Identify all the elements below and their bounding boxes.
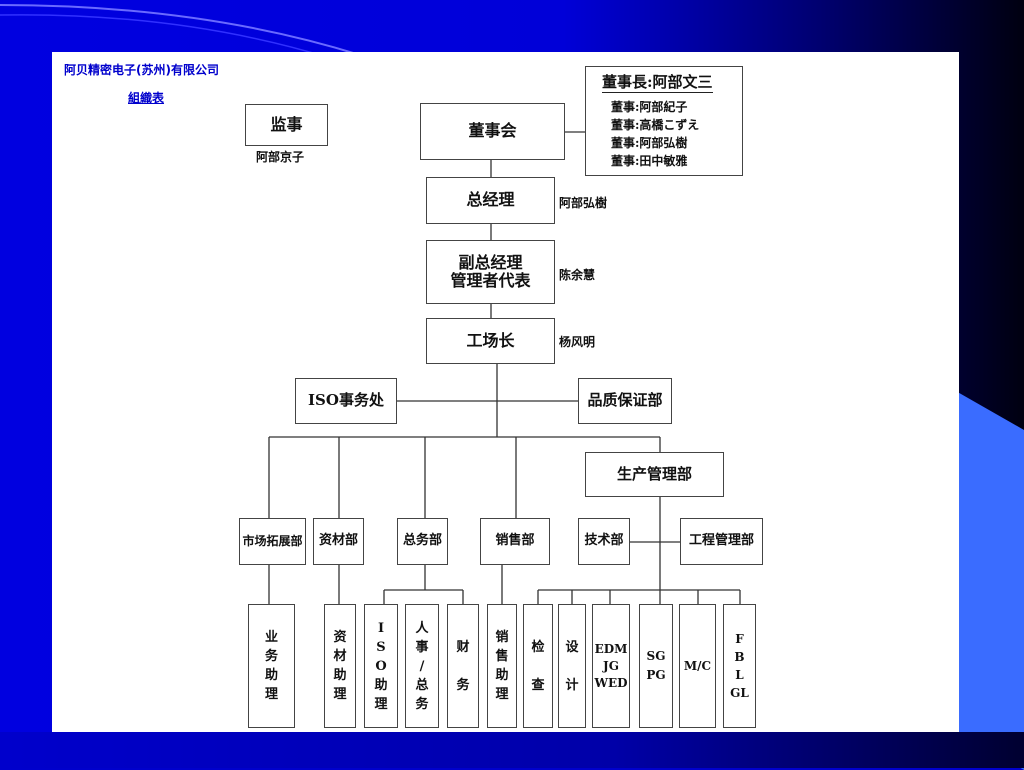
board-members-box: 董事長:阿部文三 董事:阿部紀子 董事:高橋こずえ 董事:阿部弘樹 董事:田中敏… [585,66,743,176]
unit-sg-pg: SG PG [639,604,673,728]
board-box: 董事会 [420,103,565,160]
production-dept-box: 生产管理部 [585,452,724,497]
plant-manager-title: 工场长 [466,330,515,350]
quality-dept-box: 品质保证部 [578,378,672,424]
unit-label: 人 事 / 总 务 [415,620,429,712]
unit-hr-general: 人 事 / 总 务 [405,604,439,728]
board-member: 董事:田中敏雅 [611,154,688,168]
iso-office-box: ISO事务处 [295,378,397,424]
unit-sales-assist: 业 务 助 理 [248,604,295,728]
iso-office-title: ISO事务处 [308,391,384,410]
unit-label: I S O 助 理 [374,620,388,712]
unit-label: 检 查 [531,639,545,693]
unit-label: 销 售 助 理 [495,630,509,702]
unit-finance: 财 务 [447,604,479,728]
vgm-title-line2: 管理者代表 [450,271,531,290]
decorative-triangle [954,390,1024,770]
board-chair: 董事長:阿部文三 [602,73,713,93]
unit-label: EDM JG WED [594,641,628,690]
unit-sales-assist-2: 销 售 助 理 [487,604,517,728]
unit-iso-assist: I S O 助 理 [364,604,398,728]
unit-label: 财 务 [456,639,470,693]
production-dept-title: 生产管理部 [616,464,692,483]
unit-inspection: 检 查 [523,604,553,728]
vgm-name: 陈余慧 [559,268,596,282]
board-title: 董事会 [468,121,517,141]
unit-fblgl: F B L GL [723,604,756,728]
unit-label: SG PG [646,649,666,682]
slide-bottom-band [0,732,1024,768]
vgm-box: 副总经理 管理者代表 [426,240,555,304]
plant-manager-name: 杨风明 [559,335,596,349]
auditor-title: 监事 [270,114,303,134]
quality-dept-title: 品质保证部 [587,391,663,410]
chart-title-link[interactable]: 組織表 [128,91,165,105]
unit-materials-assist: 资 材 助 理 [324,604,356,728]
gm-title: 总经理 [466,190,515,210]
unit-label: 设 计 [565,639,579,693]
board-member: 董事:阿部弘樹 [611,136,688,150]
unit-label: M/C [683,658,712,673]
board-member: 董事:高橋こずえ [611,118,700,132]
dept-materials-box: 资材部 [313,518,364,565]
unit-edm: EDM JG WED [592,604,630,728]
dept-sales-title: 销售部 [495,533,535,549]
dept-engineering-box: 工程管理部 [680,518,763,565]
unit-label: 资 材 助 理 [333,630,347,702]
board-member: 董事:阿部紀子 [611,100,688,114]
dept-market-box: 市场拓展部 [239,518,306,565]
dept-general-title: 总务部 [402,533,442,549]
unit-label: F B L GL [730,632,749,700]
plant-manager-box: 工场长 [426,318,555,364]
auditor-name: 阿部京子 [256,150,305,164]
dept-market-title: 市场拓展部 [242,533,303,548]
vgm-title-line1: 副总经理 [458,252,523,272]
dept-general-box: 总务部 [397,518,448,565]
gm-box: 总经理 [426,177,555,224]
unit-label: 业 务 助 理 [264,630,278,702]
gm-name: 阿部弘樹 [559,196,608,210]
unit-mc: M/C [679,604,716,728]
company-name: 阿贝精密电子(苏州)有限公司 [64,63,219,77]
dept-sales-box: 销售部 [480,518,550,565]
decorative-curve [0,4,361,59]
dept-engineering-title: 工程管理部 [688,533,754,549]
unit-design: 设 计 [558,604,586,728]
dept-materials-title: 资材部 [318,533,358,549]
auditor-box: 监事 [245,104,328,146]
dept-tech-title: 技术部 [584,533,624,549]
dept-tech-box: 技术部 [578,518,630,565]
